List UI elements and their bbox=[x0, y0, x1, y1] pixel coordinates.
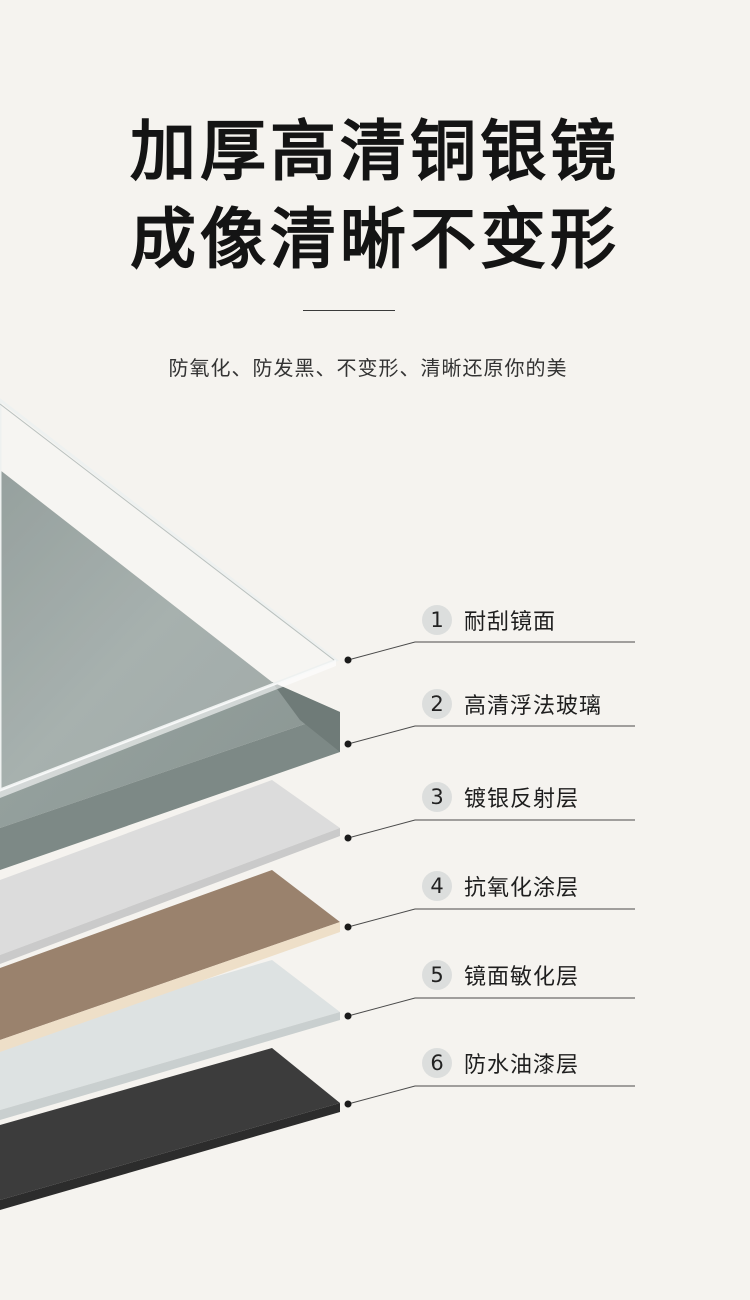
layer-6-paint-edge bbox=[0, 1103, 340, 1210]
leader-line-2 bbox=[347, 725, 635, 745]
layer-number-badge: 6 bbox=[422, 1048, 452, 1078]
layer-number-badge: 5 bbox=[422, 960, 452, 990]
leader-dot-5 bbox=[344, 1012, 352, 1020]
layer-name: 耐刮镜面 bbox=[464, 610, 557, 635]
leader-dot-3 bbox=[344, 834, 352, 842]
layer-1-surface-edge bbox=[0, 660, 336, 798]
layer-label-1: 1 耐刮镜面 bbox=[422, 604, 556, 636]
layer-number-badge: 4 bbox=[422, 871, 452, 901]
layer-3-silver-edge bbox=[0, 828, 340, 964]
title-divider bbox=[303, 310, 395, 311]
layer-5-sensitizer-top bbox=[0, 960, 340, 1110]
layer-name: 镀银反射层 bbox=[464, 787, 580, 812]
layer-number-badge: 2 bbox=[422, 689, 452, 719]
layer-label-5: 5 镜面敏化层 bbox=[422, 959, 579, 991]
leader-dots bbox=[344, 656, 352, 1108]
layer-name: 抗氧化涂层 bbox=[464, 876, 580, 901]
layer-4-copper-top bbox=[0, 870, 340, 1040]
layer-2-glass-front bbox=[0, 712, 340, 870]
layer-3-silver-top bbox=[0, 780, 340, 955]
leader-dot-2 bbox=[344, 740, 352, 748]
leader-line-3 bbox=[347, 819, 635, 839]
layer-name: 高清浮法玻璃 bbox=[464, 694, 603, 719]
subtitle: 防氧化、防发黑、不变形、清晰还原你的美 bbox=[168, 356, 568, 380]
leader-line-5 bbox=[347, 997, 635, 1017]
layer-label-2: 2 高清浮法玻璃 bbox=[422, 688, 602, 720]
leader-line-1 bbox=[347, 641, 635, 661]
layer-6-paint-top bbox=[0, 1048, 340, 1200]
leader-lines bbox=[347, 641, 635, 1105]
leader-dot-4 bbox=[344, 923, 352, 931]
leader-dot-1 bbox=[344, 656, 352, 664]
layer-2-glass-side bbox=[272, 682, 340, 752]
layer-name: 防水油漆层 bbox=[464, 1053, 580, 1078]
layer-2-glass-top bbox=[0, 470, 340, 828]
layer-label-4: 4 抗氧化涂层 bbox=[422, 870, 579, 902]
leader-line-4 bbox=[347, 908, 635, 928]
layer-label-6: 6 防水油漆层 bbox=[422, 1047, 579, 1079]
leader-dot-6 bbox=[344, 1100, 352, 1108]
headline-line-1: 加厚高清铜银镜 bbox=[130, 113, 620, 190]
layer-1-surface-shadow bbox=[0, 403, 335, 661]
layer-number-badge: 1 bbox=[422, 605, 452, 635]
layer-name: 镜面敏化层 bbox=[464, 965, 580, 990]
layer-label-3: 3 镀银反射层 bbox=[422, 781, 579, 813]
layer-4-copper-edge bbox=[0, 922, 340, 1052]
layer-number-badge: 3 bbox=[422, 782, 452, 812]
layer-5-sensitizer-edge bbox=[0, 1012, 340, 1120]
headline-line-2: 成像清晰不变形 bbox=[130, 201, 620, 278]
leader-line-6 bbox=[347, 1085, 635, 1105]
